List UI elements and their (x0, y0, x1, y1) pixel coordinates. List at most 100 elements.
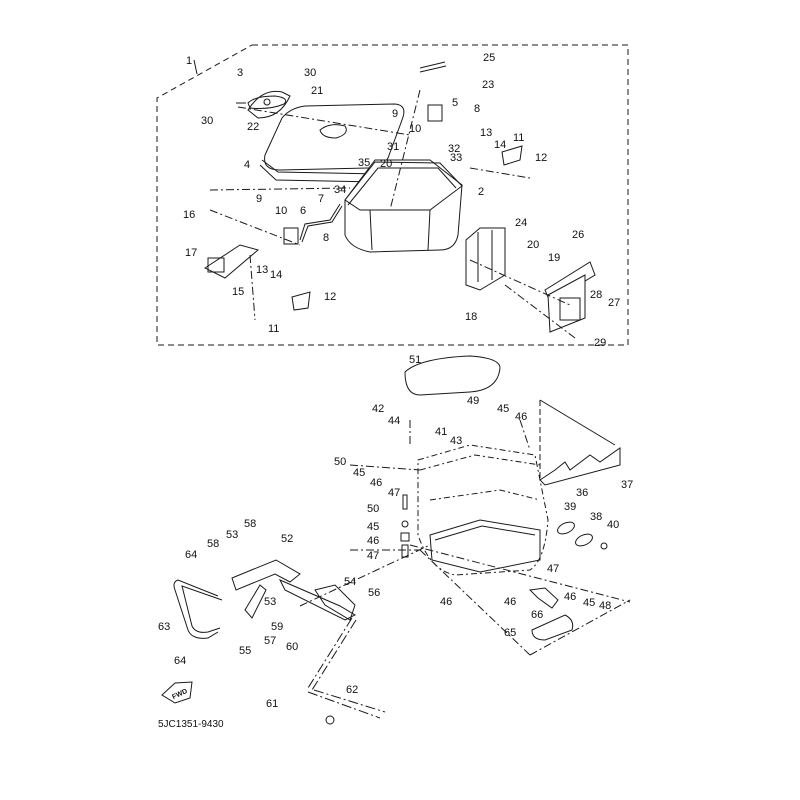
support-rod (307, 617, 386, 719)
callout-13: 13 (256, 264, 269, 276)
callout-27: 27 (608, 297, 621, 309)
guard-part-26 (544, 261, 596, 333)
callout-10: 10 (409, 123, 422, 135)
callout-46: 46 (515, 411, 528, 423)
callout-60: 60 (286, 641, 299, 653)
bracket-part-66 (528, 587, 559, 609)
bolt-stack-lower (400, 494, 410, 558)
callout-47: 47 (388, 487, 401, 499)
callout-5: 5 (452, 97, 459, 109)
callout-6: 6 (300, 205, 307, 217)
callout-45: 45 (353, 467, 366, 479)
callout-11: 11 (513, 132, 525, 144)
callout-64: 64 (185, 549, 198, 561)
callout-50: 50 (334, 456, 347, 468)
alignment-lines-lower (299, 419, 631, 656)
callout-26: 26 (572, 229, 585, 241)
callout-17: 17 (185, 247, 198, 259)
callout-11: 11 (268, 323, 280, 335)
callout-33: 33 (450, 152, 463, 164)
callout-63: 63 (158, 621, 171, 633)
callout-48: 48 (599, 600, 612, 612)
callout-37: 37 (621, 479, 634, 491)
bracket-part-24 (465, 227, 506, 291)
callout-3: 3 (237, 67, 244, 79)
callout-9: 9 (392, 108, 399, 120)
lower-case-frame (429, 519, 541, 573)
plate-part-39 (557, 521, 575, 535)
frame-part-52 (231, 559, 357, 621)
callout-28: 28 (590, 289, 603, 301)
callout-35: 35 (358, 157, 371, 169)
case-part-2 (344, 159, 463, 253)
part-code: 5JC1351-9430 (158, 719, 224, 730)
latch-part-5 (427, 104, 443, 122)
callout-41: 41 (435, 426, 448, 438)
alignment-lines-upper (209, 89, 576, 339)
callout-16: 16 (183, 209, 196, 221)
callout-40: 40 (607, 519, 620, 531)
callout-8: 8 (323, 232, 330, 244)
guard-part-63 (173, 579, 219, 639)
callout-62: 62 (346, 684, 359, 696)
callout-4: 4 (244, 159, 251, 171)
callout-57: 57 (264, 635, 277, 647)
callout-64: 64 (174, 655, 187, 667)
rack-part-36 (539, 447, 621, 486)
callout-59: 59 (271, 621, 284, 633)
callout-52: 52 (281, 533, 294, 545)
callout-10: 10 (275, 205, 288, 217)
callout-12: 12 (535, 152, 548, 164)
callout-44: 44 (388, 415, 401, 427)
stay-part-54 (314, 584, 356, 621)
callout-49: 49 (467, 395, 480, 407)
callout-18: 18 (465, 311, 478, 323)
callout-45: 45 (367, 521, 380, 533)
callout-65: 65 (504, 627, 517, 639)
lock-part-6 (283, 227, 299, 245)
callout-51: 51 (409, 354, 422, 366)
callout-19: 19 (548, 252, 561, 264)
fwd-arrow-icon (161, 681, 193, 704)
bracket-part-55 (244, 584, 267, 619)
callout-21: 21 (311, 85, 324, 97)
lower-case-outline (417, 444, 549, 576)
callout-46: 46 (367, 535, 380, 547)
hinge-part-25 (419, 61, 447, 73)
callout-56: 56 (368, 587, 381, 599)
callout-7: 7 (318, 193, 325, 205)
cable-part-7 (299, 203, 341, 241)
callout-29: 29 (594, 337, 607, 349)
callout-46: 46 (564, 591, 577, 603)
callout-66: 66 (531, 609, 544, 621)
callout-20: 20 (380, 158, 393, 170)
bracket-part-11 (501, 145, 523, 166)
nut-part-40 (600, 542, 608, 550)
callout-14: 14 (494, 139, 507, 151)
callout-15: 15 (232, 286, 245, 298)
callout-54: 54 (344, 576, 357, 588)
callout-43: 43 (450, 435, 463, 447)
callout-12: 12 (324, 291, 337, 303)
callout-31: 31 (387, 141, 400, 153)
callout-22: 22 (247, 121, 260, 133)
callout-38: 38 (590, 511, 603, 523)
callout-14: 14 (270, 269, 283, 281)
callout-45: 45 (583, 597, 596, 609)
callout-45: 45 (497, 403, 510, 415)
callout-39: 39 (564, 501, 577, 513)
leader-1 (193, 59, 198, 75)
callout-58: 58 (207, 538, 220, 550)
emblem-part-21 (236, 90, 291, 119)
callout-36: 36 (576, 487, 589, 499)
callout-32: 32 (448, 143, 461, 155)
latch-part-15 (203, 244, 260, 279)
callout-47: 47 (367, 550, 380, 562)
plate-part-38 (575, 533, 593, 547)
pad-part-51 (404, 355, 501, 396)
callout-61: 61 (266, 698, 279, 710)
callout-58: 58 (244, 518, 257, 530)
callout-53: 53 (226, 529, 239, 541)
